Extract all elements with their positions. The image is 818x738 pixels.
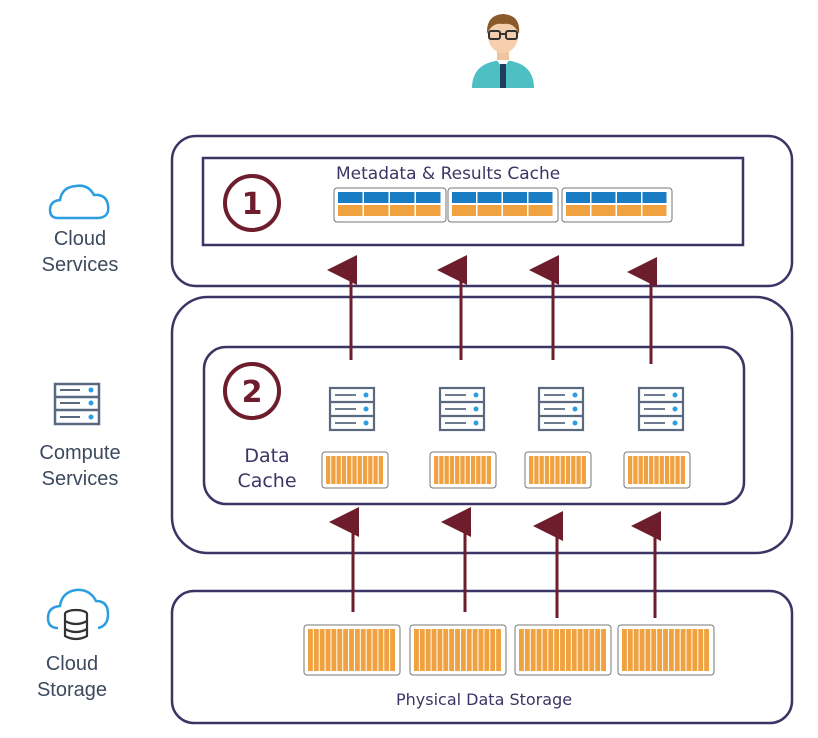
cloud-services-layer: [170, 134, 794, 288]
metadata-results-cache-title: Metadata & Results Cache: [336, 164, 561, 184]
result-cache-group: [333, 187, 673, 223]
data-block: [429, 451, 497, 489]
compute-server-icon: [438, 386, 486, 432]
cloud-services-label-line2: Services: [41, 254, 119, 276]
data-block: [409, 624, 507, 676]
cloud-services-label-line1: Cloud: [53, 228, 107, 250]
compute-server-icon: [637, 386, 685, 432]
compute-server-group: [328, 386, 685, 432]
user-avatar-icon: [472, 14, 534, 88]
data-cache-label: Data Cache: [222, 444, 312, 494]
cache-number-1-badge: 1: [223, 174, 281, 232]
result-cache-block: [447, 187, 559, 223]
cloud-icon: [48, 184, 110, 220]
data-cache-group: [321, 451, 691, 489]
compute-server-icon: [537, 386, 585, 432]
physical-data-storage-label: Physical Data Storage: [396, 690, 573, 709]
cache-number-2-badge: 2: [223, 362, 281, 420]
data-block: [303, 624, 401, 676]
cloud-storage-layer: [170, 589, 794, 725]
cloud-storage-label-line2: Storage: [36, 679, 108, 701]
result-cache-block: [561, 187, 673, 223]
data-flow-arrows: [327, 255, 661, 618]
data-block: [617, 624, 715, 676]
data-block: [623, 451, 691, 489]
compute-services-label-line1: Compute: [39, 442, 121, 464]
data-block: [514, 624, 612, 676]
data-block: [524, 451, 592, 489]
cache-number-1: 1: [242, 187, 263, 222]
metadata-results-cache-box: [201, 156, 745, 247]
result-cache-block: [333, 187, 447, 223]
cloud-storage-label-line1: Cloud: [45, 653, 99, 675]
storage-block-group: [303, 624, 715, 676]
data-cache-label-line1: Data: [244, 445, 290, 467]
compute-services-layer: [170, 295, 794, 555]
server-icon: [53, 382, 101, 426]
cloud-storage-label: Cloud Storage: [7, 651, 137, 703]
cloud-database-icon: [46, 588, 110, 641]
cache-number-2: 2: [242, 375, 263, 410]
cloud-services-label: Cloud Services: [15, 226, 145, 278]
data-block: [321, 451, 389, 489]
data-cache-label-line2: Cache: [237, 470, 297, 492]
compute-server-icon: [328, 386, 376, 432]
compute-services-label: Compute Services: [15, 440, 145, 492]
compute-services-label-line2: Services: [41, 468, 119, 490]
data-cache-box: [202, 345, 746, 506]
